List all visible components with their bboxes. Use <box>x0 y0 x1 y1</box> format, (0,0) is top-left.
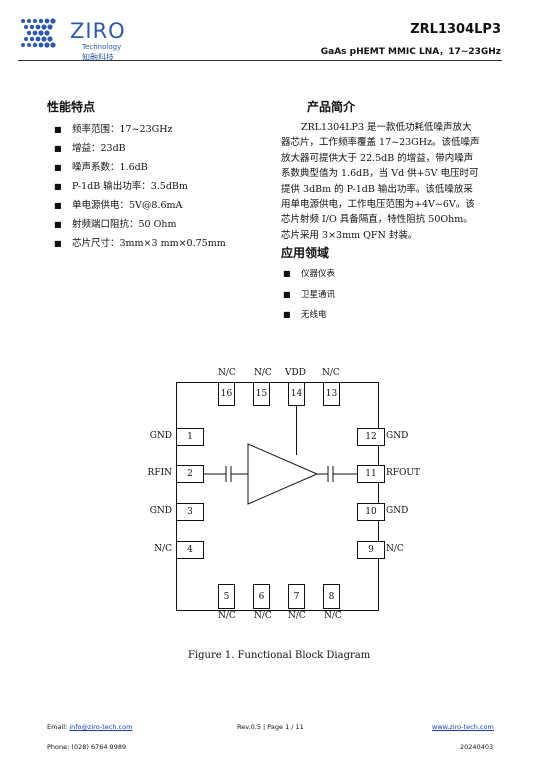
intro-line: 放大器可提供大于 22.5dB 的增益，带内噪声 <box>281 152 474 164</box>
pin-pad: 14 <box>288 382 305 406</box>
list-item: ■仪器仪表 <box>283 269 336 279</box>
logo-name: ZIRO <box>70 19 126 43</box>
pin-pad: 2 <box>176 465 204 483</box>
list-item: ■卫星通讯 <box>283 289 336 300</box>
pin-label: N/C <box>324 611 342 621</box>
pin-label: RFOUT <box>386 468 420 478</box>
logo-dots-icon <box>21 18 56 48</box>
intro-line: 芯片射频 I/O 具备隔直，特性阻抗 50Ohm。 <box>281 214 473 226</box>
pin-pad: 16 <box>218 382 235 406</box>
pin-pad: 7 <box>288 584 305 609</box>
pin-pad: 1 <box>176 428 204 446</box>
pin-label: N/C <box>254 611 272 621</box>
pin-label: GND <box>386 431 409 441</box>
pin-label: N/C <box>154 544 172 554</box>
pin-pad: 5 <box>218 584 235 609</box>
applications-list: ■仪器仪表 ■卫星通讯 ■无线电 <box>283 264 335 326</box>
intro-line: 系数典型值为 1.6dB，当 Vd 供+5V 电压时可 <box>281 168 479 180</box>
list-item: ■噪声系数：1.6dB <box>54 162 148 173</box>
amplifier-triangle-icon <box>247 443 319 505</box>
footer-phone: Phone: (028) 6764 9989 <box>47 743 126 751</box>
list-item: ■无线电 <box>283 310 327 320</box>
list-item: ■单电源供电：5V@8.6mA <box>54 200 183 211</box>
logo-tech: Technology <box>82 43 122 51</box>
list-item: ■频率范围：17~23GHz <box>54 124 173 135</box>
pin-pad: 3 <box>176 503 204 521</box>
phone-number: (028) 6764 9989 <box>71 743 127 751</box>
list-item: ■射频端口阻抗：50 Ohm <box>54 219 177 230</box>
pin-label: GND <box>149 431 172 441</box>
list-item: ■P-1dB 输出功率：3.5dBm <box>54 181 188 192</box>
pin-label: RFIN <box>147 468 172 478</box>
intro-title: 产品简介 <box>307 100 356 114</box>
logo: ZIRO Technology 知融科技 <box>20 9 140 62</box>
intro-line: ZRL1304LP3 是一款低功耗低噪声放大 <box>301 122 472 133</box>
pin-pad: 15 <box>253 382 270 406</box>
pin-pad: 6 <box>253 584 270 609</box>
footer-page-info: Rev.0.5 | Page 1 / 11 <box>237 723 304 731</box>
footer-email: Email: info@ziro-tech.com <box>47 723 157 732</box>
pin-label: N/C <box>254 368 272 378</box>
pin-label: N/C <box>218 611 236 621</box>
footer-date: 20240403 <box>460 743 494 751</box>
subtitle: GaAs pHEMT MMIC LNA，17~23GHz <box>320 47 501 57</box>
list-item: ■芯片尺寸：3mm×3 mm×0.75mm <box>54 238 226 249</box>
header-rule <box>18 60 502 61</box>
pin-pad: 10 <box>357 503 385 521</box>
pin-pad: 12 <box>357 428 385 446</box>
intro-line: 器芯片，工作频率覆盖 17~23GHz。该低噪声 <box>281 137 480 149</box>
website-link[interactable]: www.ziro-tech.com <box>432 723 494 731</box>
features-title: 性能特点 <box>47 100 96 114</box>
email-label: Email: <box>47 723 68 731</box>
pin-label: VDD <box>285 368 306 378</box>
logo-cn: 知融科技 <box>82 53 114 62</box>
pin-label: N/C <box>218 368 236 378</box>
pin-pad: 13 <box>323 382 340 406</box>
email-link[interactable]: info@ziro-tech.com <box>69 723 133 731</box>
pin-label: N/C <box>386 544 404 554</box>
figure-caption: Figure 1. Functional Block Diagram <box>188 650 371 661</box>
part-number: ZRL1304LP3 <box>410 22 501 37</box>
pin-pad: 11 <box>357 465 385 483</box>
features-list: ■频率范围：17~23GHz ■增益：23dB ■噪声系数：1.6dB ■P-1… <box>54 120 269 253</box>
intro-line: 提供 3dBm 的 P-1dB 输出功率。该低噪放采 <box>281 183 473 195</box>
pin-pad: 8 <box>323 584 340 609</box>
pin-label: GND <box>149 506 172 516</box>
intro-line: 芯片采用 3×3mm QFN 封装。 <box>281 229 418 241</box>
applications-title: 应用领域 <box>281 246 330 260</box>
phone-label: Phone: <box>47 743 70 751</box>
intro-text: ZRL1304LP3 是一款低功耗低噪声放大 器芯片，工作频率覆盖 17~23G… <box>281 120 506 243</box>
pin-label: N/C <box>288 611 306 621</box>
pin-pad: 9 <box>357 541 385 559</box>
qfn-package <box>176 382 379 611</box>
intro-line: 用单电源供电，工作电压范围为+4V~6V。该 <box>281 199 475 211</box>
pin-label: GND <box>386 506 409 516</box>
list-item: ■增益：23dB <box>54 143 126 154</box>
pin-label: N/C <box>322 368 340 378</box>
pin-pad: 4 <box>176 541 204 559</box>
